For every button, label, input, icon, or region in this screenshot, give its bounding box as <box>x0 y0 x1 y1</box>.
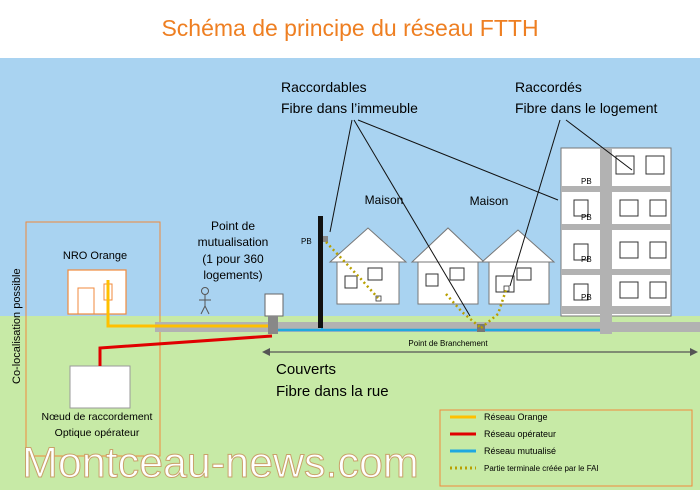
pointer-lines <box>329 119 633 317</box>
house-1 <box>328 227 408 305</box>
house-2 <box>410 227 486 305</box>
pole-pb-box <box>323 236 328 242</box>
noeud-raccordement-box <box>69 365 131 409</box>
noeud-label-line1: Nœud de raccordement <box>42 411 153 423</box>
diagram-title: Schéma de principe du réseau FTTH <box>161 15 538 41</box>
maison-label-2: Maison <box>470 194 509 208</box>
noeud-label-line2: Optique opérateur <box>55 427 140 439</box>
reseau-operateur-line <box>98 334 273 366</box>
legend-label-3: Réseau mutualisé <box>484 446 556 456</box>
building-pb-label-4: PB <box>581 293 592 302</box>
legend-label-4: Partie terminale créée par le FAI <box>484 464 599 473</box>
house-3 <box>480 229 556 305</box>
pm-label-line3: (1 pour 360 <box>202 252 264 266</box>
legend-frame <box>439 409 693 487</box>
telecom-pole <box>318 216 323 328</box>
pm-label-line4: logements) <box>203 268 262 282</box>
branchement-label: Point de Branchement <box>408 339 488 348</box>
maison-label-1: Maison <box>365 193 404 207</box>
reseau-orange-line <box>106 280 272 328</box>
raccordables-line1: Raccordables <box>281 79 367 95</box>
colocalisation-frame <box>25 221 161 457</box>
building-pb-label-3: PB <box>581 255 592 264</box>
legend-label-2: Réseau opérateur <box>484 429 556 439</box>
street-trench <box>155 322 700 332</box>
pm-label-line2: mutualisation <box>198 235 269 249</box>
apartment-building <box>560 147 672 334</box>
building-pb-label-1: PB <box>581 177 592 186</box>
building-pb-label-2: PB <box>581 213 592 222</box>
couverts-line2: Fibre dans la rue <box>276 383 389 400</box>
nro-building <box>67 269 127 315</box>
watermark-text: Montceau-news.com <box>22 439 419 487</box>
pm-label-line1: Point de <box>211 219 255 233</box>
street-arrow-right <box>690 348 698 356</box>
legend-label-1: Réseau Orange <box>484 412 548 422</box>
pm-cabinet-base <box>268 316 278 334</box>
nro-door <box>77 287 95 315</box>
raccordes-line1: Raccordés <box>515 79 582 95</box>
title-band <box>0 0 700 58</box>
pm-cabinet <box>264 293 284 317</box>
couverts-line1: Couverts <box>276 361 336 378</box>
technician-figure <box>199 287 211 315</box>
raccordables-line2: Fibre dans l’immeuble <box>281 100 418 116</box>
raccordes-line2: Fibre dans le logement <box>515 100 658 116</box>
pole-pb-label: PB <box>301 237 312 246</box>
street-arrow-left <box>262 348 270 356</box>
nro-label: NRO Orange <box>63 250 127 262</box>
colocalisation-label: Co-localisation possible <box>11 268 23 384</box>
